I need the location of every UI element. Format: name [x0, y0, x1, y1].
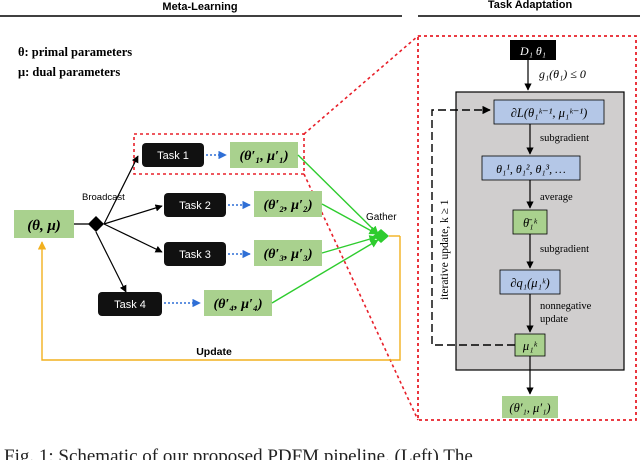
- iterative-update-label: iterative update, k ≥ 1: [439, 199, 451, 300]
- task3-params: (θ′₃, μ′₃): [263, 247, 312, 262]
- broadcast-label: Broadcast: [82, 192, 125, 203]
- task2-label: Task 2: [179, 200, 211, 212]
- task4-box: [98, 292, 162, 316]
- task3-label: Task 3: [179, 249, 211, 261]
- legend-theta: θ: primal parameters: [18, 45, 132, 59]
- iteration-loop: [431, 105, 515, 346]
- legend-mu: μ: dual parameters: [18, 65, 120, 79]
- green-line-task1: [297, 154, 379, 235]
- lagrangian-box: [493, 99, 605, 125]
- green-line-task4: [271, 239, 379, 304]
- task3-box: [164, 242, 226, 266]
- arrow-to-task1: [103, 155, 139, 225]
- nonneg-label-1: nonnegative: [540, 301, 592, 312]
- task4-params-box: [204, 290, 272, 316]
- task1-highlight: [133, 133, 305, 175]
- task4-params: (θ′₄, μ′₄): [213, 297, 262, 312]
- dual-grad: ∂q₁(μ₁ᵏ): [510, 276, 549, 290]
- init-params-box: [14, 210, 74, 238]
- avg-theta-box: [512, 209, 548, 235]
- task-adaptation-panel: [417, 35, 637, 421]
- task2-params-box: [254, 191, 322, 217]
- task4-label: Task 4: [114, 299, 146, 311]
- avg-theta: θ̄₁ᵏ: [523, 216, 537, 230]
- nonneg-label-2: update: [540, 314, 568, 325]
- zoom-line-top: [303, 35, 419, 135]
- green-line-task2: [321, 203, 378, 235]
- task1-params-box: [230, 142, 298, 168]
- samples: θ₁¹, θ₁², θ₁³, …: [496, 162, 566, 176]
- subgradient-label-1: subgradient: [540, 133, 589, 144]
- task3-params-box: [254, 240, 322, 266]
- subgradient-label-2: subgradient: [540, 244, 589, 255]
- output-box: [502, 396, 558, 418]
- task1-box: [142, 143, 204, 167]
- input-data-box: [510, 40, 556, 60]
- lagrangian: ∂L(θ₁ᵏ⁻¹, μ₁ᵏ⁻¹): [511, 106, 588, 120]
- samples-box: [481, 155, 581, 181]
- header-task-adaptation: Task Adaptation: [488, 0, 573, 11]
- gather-node: [373, 229, 389, 243]
- broadcast-node: [88, 216, 104, 232]
- arrow-to-task4: [95, 231, 127, 293]
- mu-k: μ₁ᵏ: [522, 339, 538, 353]
- task1-label: Task 1: [157, 150, 189, 162]
- task2-box: [164, 193, 226, 217]
- init-params: (θ, μ): [27, 218, 61, 234]
- task1-params: (θ′₁, μ′₁): [239, 149, 288, 164]
- update-label: Update: [196, 346, 232, 358]
- figure-caption: Fig. 1: Schematic of our proposed PDFM p…: [4, 446, 473, 460]
- arrow-to-task3: [103, 223, 163, 253]
- dual-grad-box: [499, 269, 561, 295]
- task2-params: (θ′₂, μ′₂): [263, 198, 312, 213]
- input-data: D₁ θ₁: [519, 44, 546, 58]
- gather-label: Gather: [366, 212, 397, 223]
- output-params: (θ′₁, μ′₁): [509, 401, 550, 415]
- update-loop: [37, 236, 401, 361]
- average-label: average: [540, 192, 573, 203]
- green-line-task3: [321, 235, 378, 254]
- constraint-label: g₁(θ₁) ≤ 0: [539, 67, 586, 81]
- arrow-to-task2: [103, 204, 163, 225]
- header-meta-learning: Meta-Learning: [162, 1, 237, 13]
